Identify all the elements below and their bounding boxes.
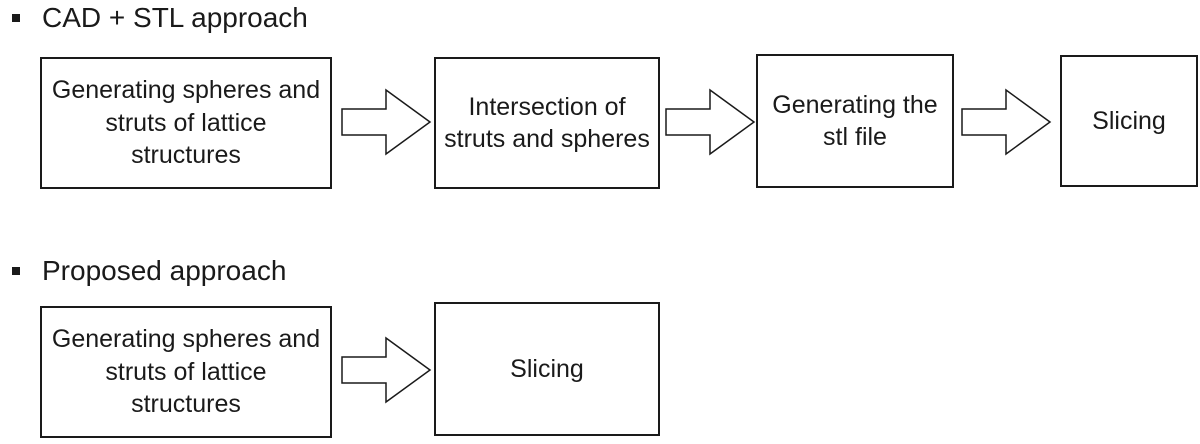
- flow-arrow: [960, 88, 1052, 156]
- step-label: Intersection of struts and spheres: [444, 92, 650, 154]
- step-box-generating-spheres-struts: Generating spheres and struts of lattice…: [40, 57, 332, 189]
- section-heading-label: CAD + STL approach: [42, 2, 308, 33]
- step-label: Slicing: [510, 354, 584, 383]
- step-box-generating-stl: Generating the stl file: [756, 54, 954, 188]
- section-heading-cad-stl: CAD + STL approach: [12, 4, 308, 32]
- flow-arrow: [340, 88, 432, 156]
- flow-arrow: [664, 88, 756, 156]
- flow-arrow: [340, 336, 432, 404]
- step-label: Slicing: [1092, 106, 1166, 135]
- section-heading-label: Proposed approach: [42, 255, 287, 286]
- bullet-marker: [12, 14, 20, 22]
- step-label: Generating spheres and struts of lattice…: [51, 325, 321, 419]
- step-label: Generating the stl file: [772, 90, 938, 152]
- bullet-marker: [12, 267, 20, 275]
- step-box-generating-spheres-struts: Generating spheres and struts of lattice…: [40, 306, 332, 438]
- section-heading-proposed: Proposed approach: [12, 257, 286, 285]
- step-box-intersection: Intersection of struts and spheres: [434, 57, 660, 189]
- step-label: Generating spheres and struts of lattice…: [51, 76, 321, 170]
- step-box-slicing: Slicing: [434, 302, 660, 436]
- step-box-slicing: Slicing: [1060, 55, 1198, 187]
